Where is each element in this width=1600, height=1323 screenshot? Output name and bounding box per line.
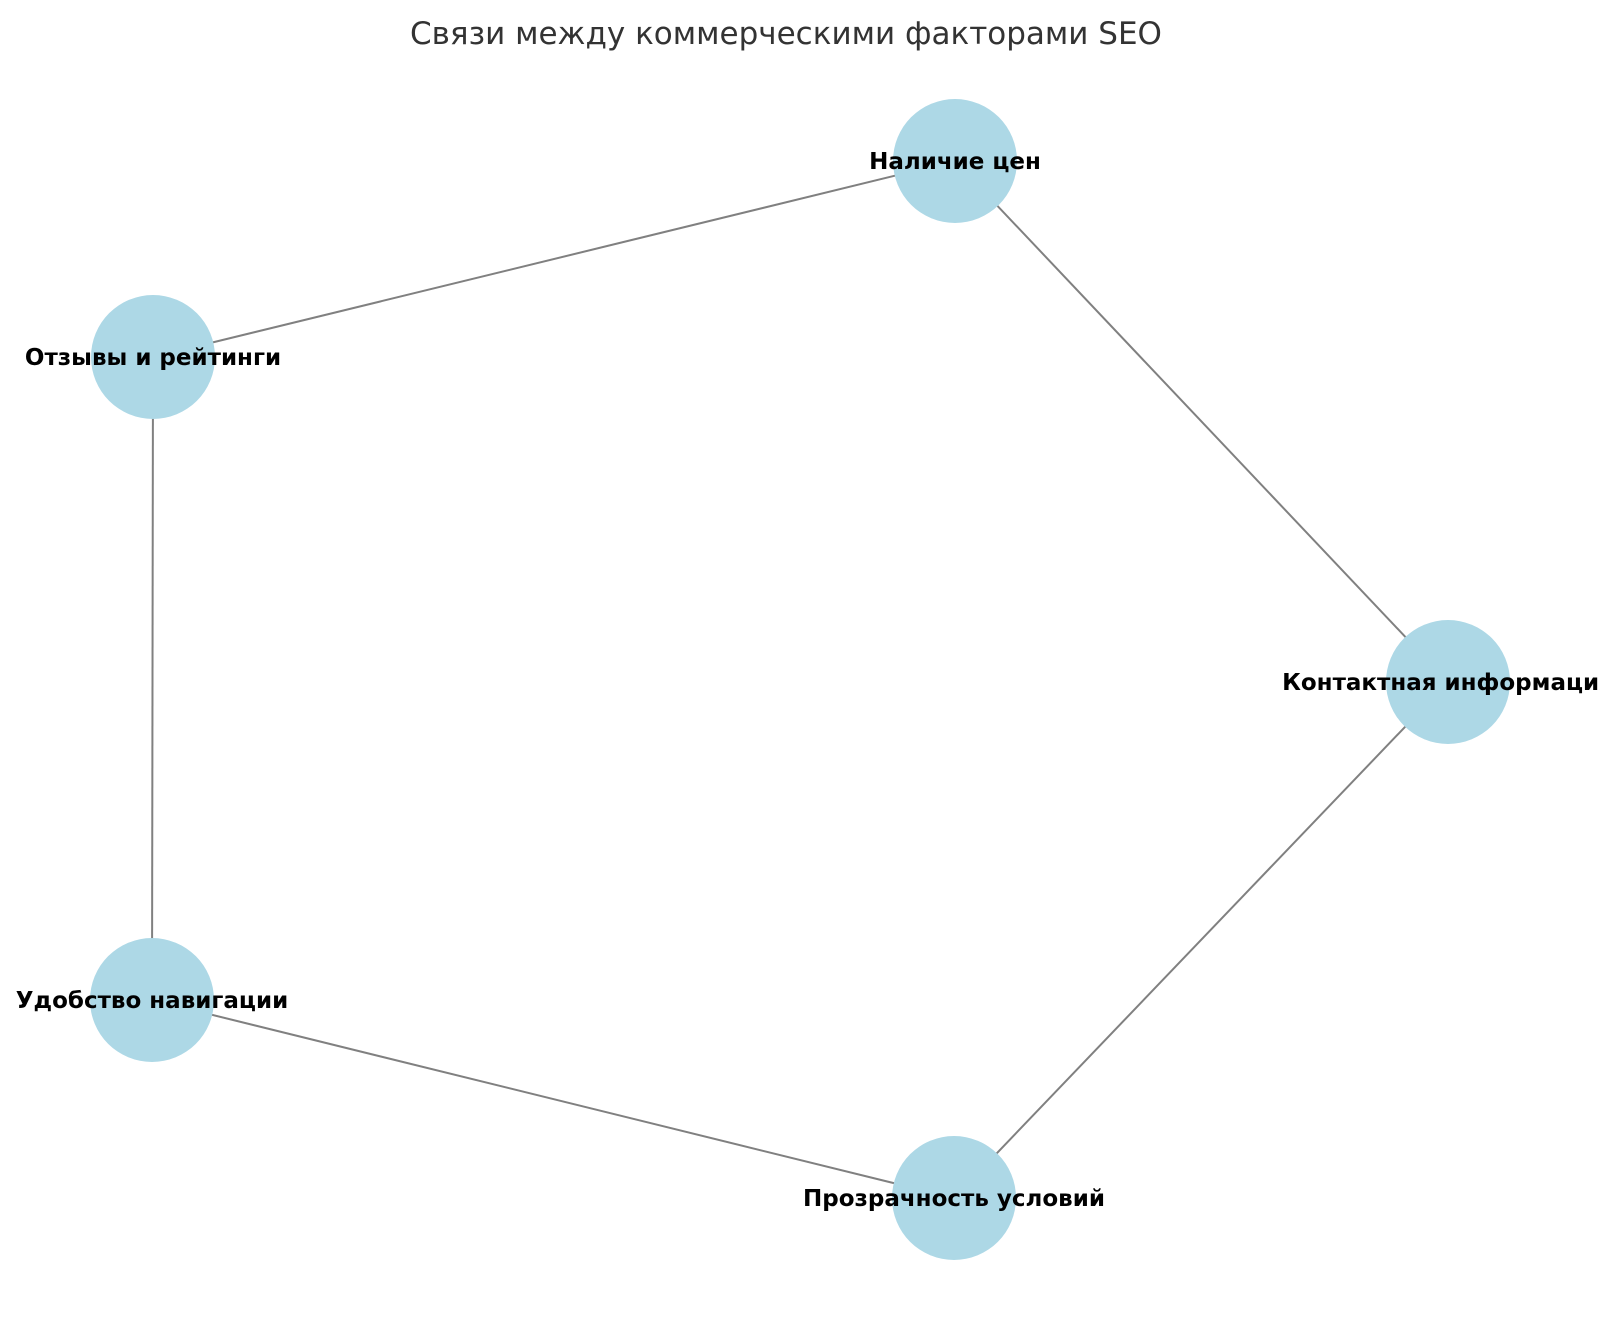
edge-transparency-contact-info xyxy=(953,681,1449,1199)
node-contact-info xyxy=(1386,620,1510,744)
edge-prices-reviews xyxy=(152,160,956,358)
node-prices xyxy=(893,99,1017,223)
node-navigation xyxy=(90,938,214,1062)
node-label-reviews: Отзывы и рейтинги xyxy=(25,345,281,371)
node-label-navigation: Удобство навигации xyxy=(16,988,288,1014)
node-label-prices: Наличие цен xyxy=(869,149,1041,175)
node-label-transparency: Прозрачность условий xyxy=(803,1186,1105,1212)
chart-title: Связи между коммерческими факторами SEO xyxy=(410,16,1162,52)
label-layer: Наличие цен Отзывы и рейтинги Контактная… xyxy=(16,149,1600,1212)
node-reviews xyxy=(91,295,215,419)
edge-navigation-transparency xyxy=(151,999,955,1199)
node-layer xyxy=(90,99,1510,1260)
node-label-contact-info: Контактная информация xyxy=(1282,670,1600,696)
node-transparency xyxy=(892,1136,1016,1260)
edge-reviews-navigation xyxy=(151,356,154,1001)
edge-prices-contact-info xyxy=(954,160,1449,683)
edge-layer xyxy=(151,160,1449,1199)
